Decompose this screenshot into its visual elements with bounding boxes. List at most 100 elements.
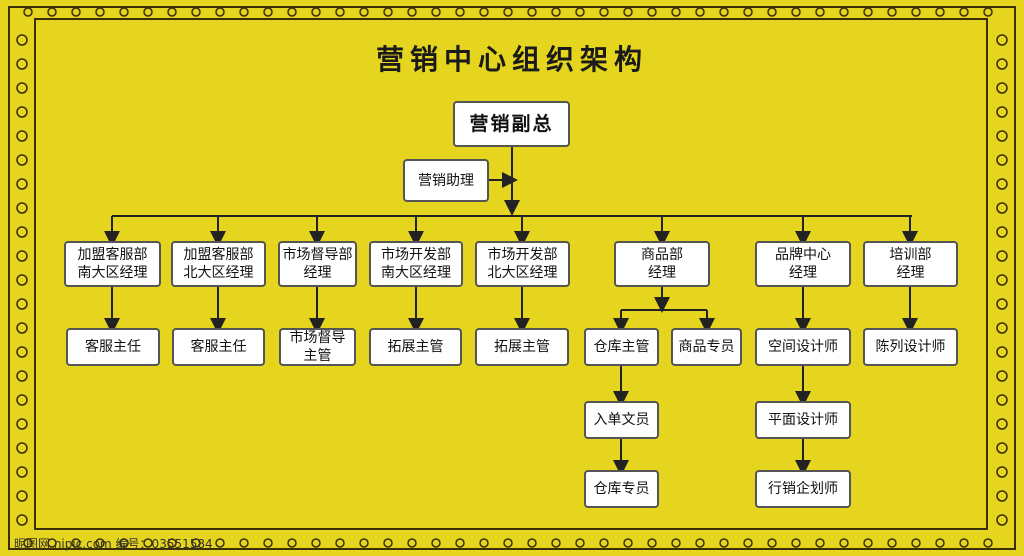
ornament-top <box>959 7 969 17</box>
ornament-bottom <box>911 538 921 548</box>
ornament-bottom <box>719 538 729 548</box>
ornament-bottom <box>239 538 249 548</box>
ornament-top <box>95 7 105 17</box>
ornament-bottom <box>359 538 369 548</box>
ornament-top <box>287 7 297 17</box>
ornament-bottom <box>551 538 561 548</box>
ornament-bottom <box>959 538 969 548</box>
node-level3-6: 入单文员 <box>584 401 659 439</box>
ornament-top <box>407 7 417 17</box>
ornament-bottom <box>95 538 105 548</box>
ornament-top <box>71 7 81 17</box>
ornament-top <box>23 7 33 17</box>
ornament-left <box>16 370 28 382</box>
ornament-top <box>191 7 201 17</box>
ornament-bottom <box>503 538 513 548</box>
ornament-top <box>983 7 993 17</box>
node-dept-4: 市场开发部 南大区经理 <box>369 241 463 287</box>
ornament-bottom <box>191 538 201 548</box>
ornament-top <box>119 7 129 17</box>
ornament-top <box>503 7 513 17</box>
node-sub-6b: 商品专员 <box>671 328 742 366</box>
ornament-right <box>996 298 1008 310</box>
ornament-bottom <box>71 538 81 548</box>
ornament-top <box>167 7 177 17</box>
ornament-right <box>996 58 1008 70</box>
ornament-left <box>16 442 28 454</box>
ornament-bottom <box>983 538 993 548</box>
ornament-bottom <box>623 538 633 548</box>
ornament-left <box>16 322 28 334</box>
node-sub-6a: 仓库主管 <box>584 328 659 366</box>
ornament-bottom <box>671 538 681 548</box>
ornament-top <box>935 7 945 17</box>
ornament-right <box>996 154 1008 166</box>
ornament-top <box>623 7 633 17</box>
ornament-bottom <box>935 538 945 548</box>
ornament-right <box>996 346 1008 358</box>
ornament-top <box>839 7 849 17</box>
decorative-border-outer <box>8 6 1016 550</box>
node-sub-4: 拓展主管 <box>369 328 462 366</box>
ornament-top <box>815 7 825 17</box>
ornament-right <box>996 490 1008 502</box>
ornament-right <box>996 226 1008 238</box>
ornament-bottom <box>263 538 273 548</box>
ornament-top <box>863 7 873 17</box>
node-sub-3: 市场督导 主管 <box>279 328 356 366</box>
ornament-top <box>215 7 225 17</box>
ornament-right <box>996 250 1008 262</box>
ornament-left <box>16 34 28 46</box>
ornament-top <box>791 7 801 17</box>
ornament-bottom <box>335 538 345 548</box>
ornament-right <box>996 418 1008 430</box>
node-dept-7: 品牌中心 经理 <box>755 241 851 287</box>
ornament-bottom <box>23 538 33 548</box>
node-level4-6: 仓库专员 <box>584 470 659 508</box>
ornament-top <box>143 7 153 17</box>
ornament-bottom <box>647 538 657 548</box>
ornament-bottom <box>167 538 177 548</box>
ornament-bottom <box>599 538 609 548</box>
ornament-bottom <box>695 538 705 548</box>
ornament-top <box>743 7 753 17</box>
ornament-left <box>16 250 28 262</box>
node-sub-5: 拓展主管 <box>475 328 569 366</box>
node-dept-2: 加盟客服部 北大区经理 <box>171 241 266 287</box>
ornament-bottom <box>311 538 321 548</box>
ornament-right <box>996 202 1008 214</box>
ornament-bottom <box>47 538 57 548</box>
ornament-right <box>996 274 1008 286</box>
ornament-bottom <box>791 538 801 548</box>
ornament-right <box>996 394 1008 406</box>
ornament-right <box>996 82 1008 94</box>
ornament-top <box>335 7 345 17</box>
node-dept-8: 培训部 经理 <box>863 241 958 287</box>
ornament-top <box>47 7 57 17</box>
node-dept-3: 市场督导部 经理 <box>278 241 357 287</box>
ornament-bottom <box>215 538 225 548</box>
ornament-right <box>996 34 1008 46</box>
ornament-bottom <box>863 538 873 548</box>
chart-title: 营销中心组织架构 <box>375 43 648 76</box>
ornament-left <box>16 82 28 94</box>
node-dept-5: 市场开发部 北大区经理 <box>475 241 570 287</box>
ornament-left <box>16 106 28 118</box>
ornament-bottom <box>383 538 393 548</box>
ornament-bottom <box>527 538 537 548</box>
ornament-left <box>16 58 28 70</box>
ornament-top <box>479 7 489 17</box>
ornament-bottom <box>455 538 465 548</box>
watermark: 昵图网 nipic.com 编号：03551584 <box>14 537 213 551</box>
ornament-top <box>647 7 657 17</box>
ornament-bottom <box>767 538 777 548</box>
ornament-top <box>359 7 369 17</box>
ornament-bottom <box>407 538 417 548</box>
ornament-top <box>575 7 585 17</box>
node-dept-1: 加盟客服部 南大区经理 <box>64 241 161 287</box>
ornament-bottom <box>143 538 153 548</box>
ornament-bottom <box>287 538 297 548</box>
ornament-right <box>996 178 1008 190</box>
